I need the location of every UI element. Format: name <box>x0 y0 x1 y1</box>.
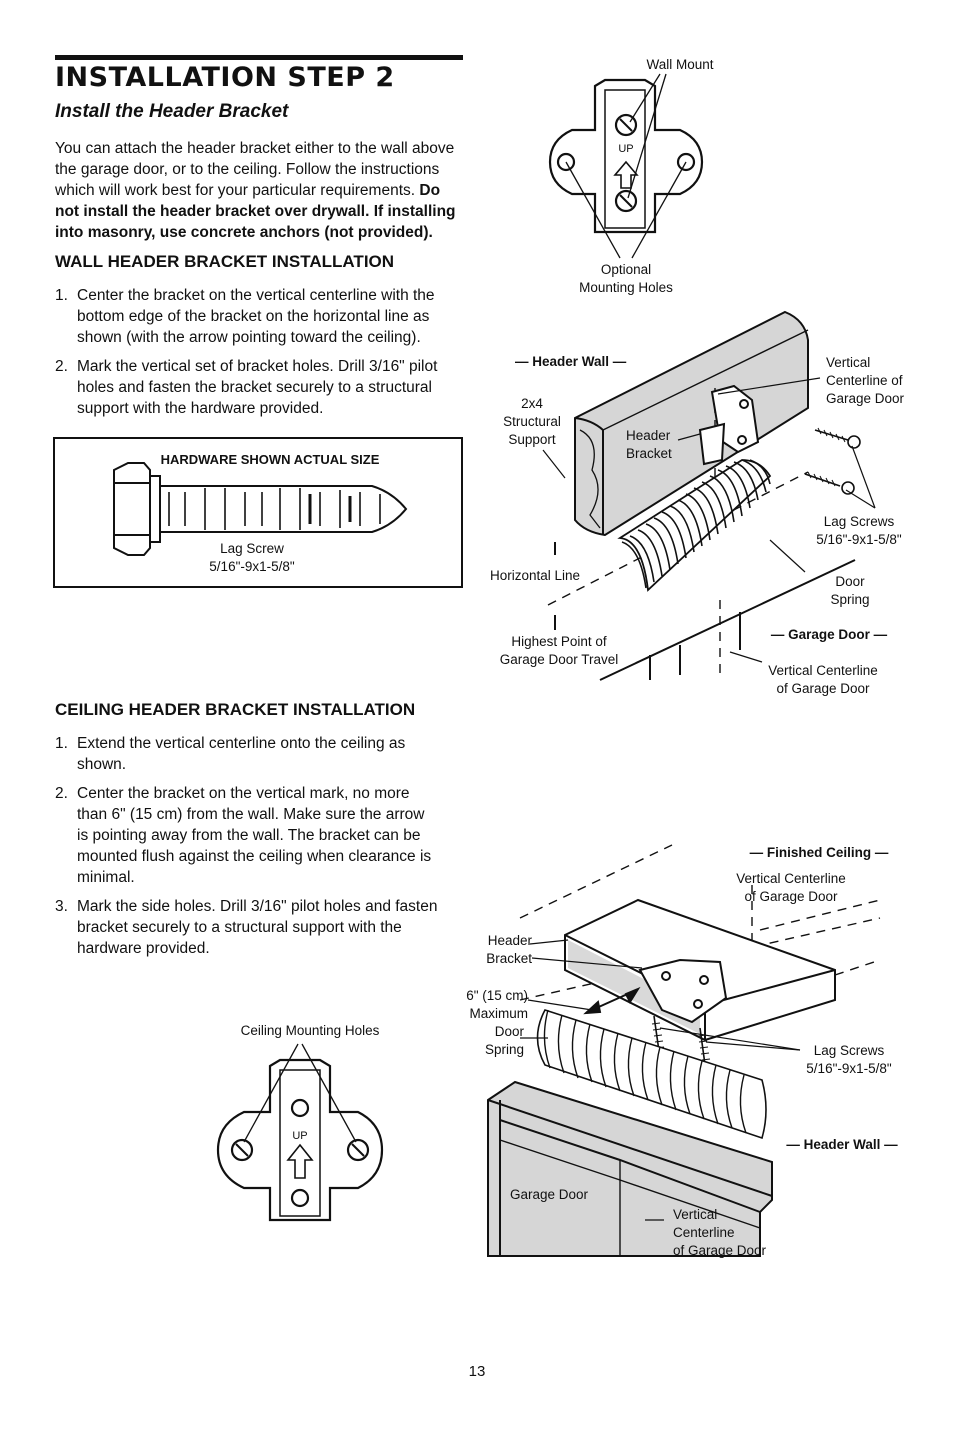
step-number: 1. <box>55 735 68 752</box>
step-text: Mark the vertical set of bracket holes. … <box>77 358 438 417</box>
cspring-line2: Spring <box>484 1042 524 1057</box>
ceiling-steps-list: 1. Extend the vertical centerline onto th… <box>55 733 455 967</box>
step-text: Mark the side holes. Drill 3/16" pilot h… <box>77 898 438 957</box>
ceiling-header-wall-label: — Header Wall — <box>786 1137 898 1152</box>
chb-line1: Header <box>487 933 532 948</box>
lag-screws-label: Lag Screws 5/16"-9x1-5/8" <box>808 513 910 549</box>
structural-line1: 2x4 <box>521 396 543 411</box>
wall-steps-list: 1. Center the bracket on the vertical cen… <box>55 285 455 427</box>
up-label-ceiling: UP <box>292 1130 308 1142</box>
step-number: 2. <box>55 358 68 375</box>
chb-line2: Bracket <box>486 951 532 966</box>
highest-line2: Garage Door Travel <box>499 652 619 667</box>
garage-door-label: — Garage Door — <box>770 627 888 642</box>
step-number: 3. <box>55 898 68 915</box>
max-distance-label: 6" (15 cm) Maximum <box>446 987 528 1023</box>
ceiling-section-heading: CEILING HEADER BRACKET INSTALLATION <box>55 700 416 719</box>
ceiling-garage-door-label: Garage Door <box>510 1187 589 1202</box>
optional-line2: Mounting Holes <box>579 280 673 295</box>
step-number: 1. <box>55 287 68 304</box>
highest-line1: Highest Point of <box>511 634 607 649</box>
wall-section-heading: WALL HEADER BRACKET INSTALLATION <box>55 252 395 271</box>
list-item: 3. Mark the side holes. Drill 3/16" pilot… <box>55 896 457 959</box>
title-rule <box>55 55 463 60</box>
lag-line2: 5/16"-9x1-5/8" <box>816 532 902 547</box>
cspring-line1: Door <box>494 1024 524 1039</box>
highest-point-label: Highest Point of Garage Door Travel <box>496 633 622 669</box>
finished-ceiling-label: — Finished Ceiling — <box>749 845 889 860</box>
ceiling-mounting-holes-label: Ceiling Mounting Holes <box>240 1023 380 1038</box>
clag-line2: 5/16"-9x1-5/8" <box>806 1061 892 1076</box>
cvcb-line3: of Garage Door <box>673 1243 767 1258</box>
step-text: Center the bracket on the vertical cente… <box>77 287 435 346</box>
vc-line1: Vertical <box>826 355 871 370</box>
up-label: UP <box>618 143 634 155</box>
cvcb-line2: Centerline <box>673 1225 735 1240</box>
list-item: 2. Center the bracket on the vertical mar… <box>55 783 455 888</box>
clag-line1: Lag Screws <box>813 1043 885 1058</box>
vc-line3: Garage Door <box>826 391 905 406</box>
step-number: 2. <box>55 785 68 802</box>
structural-line3: Support <box>508 432 556 447</box>
step-text: Center the bracket on the vertical mark,… <box>77 785 432 886</box>
lag-screw-name: Lag Screw <box>220 541 284 556</box>
vcb-line1: Vertical Centerline <box>768 663 878 678</box>
lag-line1: Lag Screws <box>823 514 895 529</box>
header-wall-label: — Header Wall — <box>515 354 627 369</box>
spring-line2: Spring <box>830 592 870 607</box>
vc-line2: Centerline of <box>826 373 903 388</box>
page-subtitle: Install the Header Bracket <box>55 101 289 122</box>
structural-line2: Structural <box>503 414 561 429</box>
page-title: INSTALLATION STEP 2 <box>55 62 395 93</box>
cvc-line2: of Garage Door <box>744 889 838 904</box>
step-text: Extend the vertical centerline onto the … <box>77 735 406 773</box>
intro-paragraph: You can attach the header bracket either… <box>55 138 463 243</box>
max-line1: 6" (15 cm) <box>466 988 528 1003</box>
lag-screw-label: Lag Screw 5/16"-9x1-5/8" <box>180 540 324 576</box>
lag-screw-size: 5/16"-9x1-5/8" <box>209 559 295 574</box>
list-item: 1. Extend the vertical centerline onto th… <box>55 733 455 775</box>
page-number: 13 <box>468 1363 486 1380</box>
intro-text: You can attach the header bracket either… <box>55 140 455 199</box>
hardware-box <box>53 437 463 588</box>
list-item: 1. Center the bracket on the vertical cen… <box>55 285 455 348</box>
optional-line1: Optional <box>600 262 652 277</box>
vertical-centerline-bottom-label: Vertical Centerline of Garage Door <box>762 662 884 698</box>
cvc-line1: Vertical Centerline <box>736 871 846 886</box>
header-bracket-line1: Header <box>626 428 671 443</box>
wall-mount-label: Wall Mount <box>646 57 714 72</box>
cvcb-line1: Vertical <box>673 1207 718 1222</box>
intro-warning: Do not install the header bracket over d… <box>55 182 456 241</box>
horizontal-line-label: Horizontal Line <box>490 568 581 583</box>
list-item: 2. Mark the vertical set of bracket holes… <box>55 356 455 419</box>
ceiling-vertical-centerline-label: Vertical Centerline of Garage Door <box>728 870 854 906</box>
spring-line1: Door <box>835 574 865 589</box>
ceiling-lag-screws-label: Lag Screws 5/16"-9x1-5/8" <box>800 1042 898 1078</box>
hardware-heading: HARDWARE SHOWN ACTUAL SIZE <box>160 452 380 467</box>
max-line2: Maximum <box>469 1006 528 1021</box>
header-bracket-line2: Bracket <box>626 446 672 461</box>
vcb-line2: of Garage Door <box>776 681 870 696</box>
